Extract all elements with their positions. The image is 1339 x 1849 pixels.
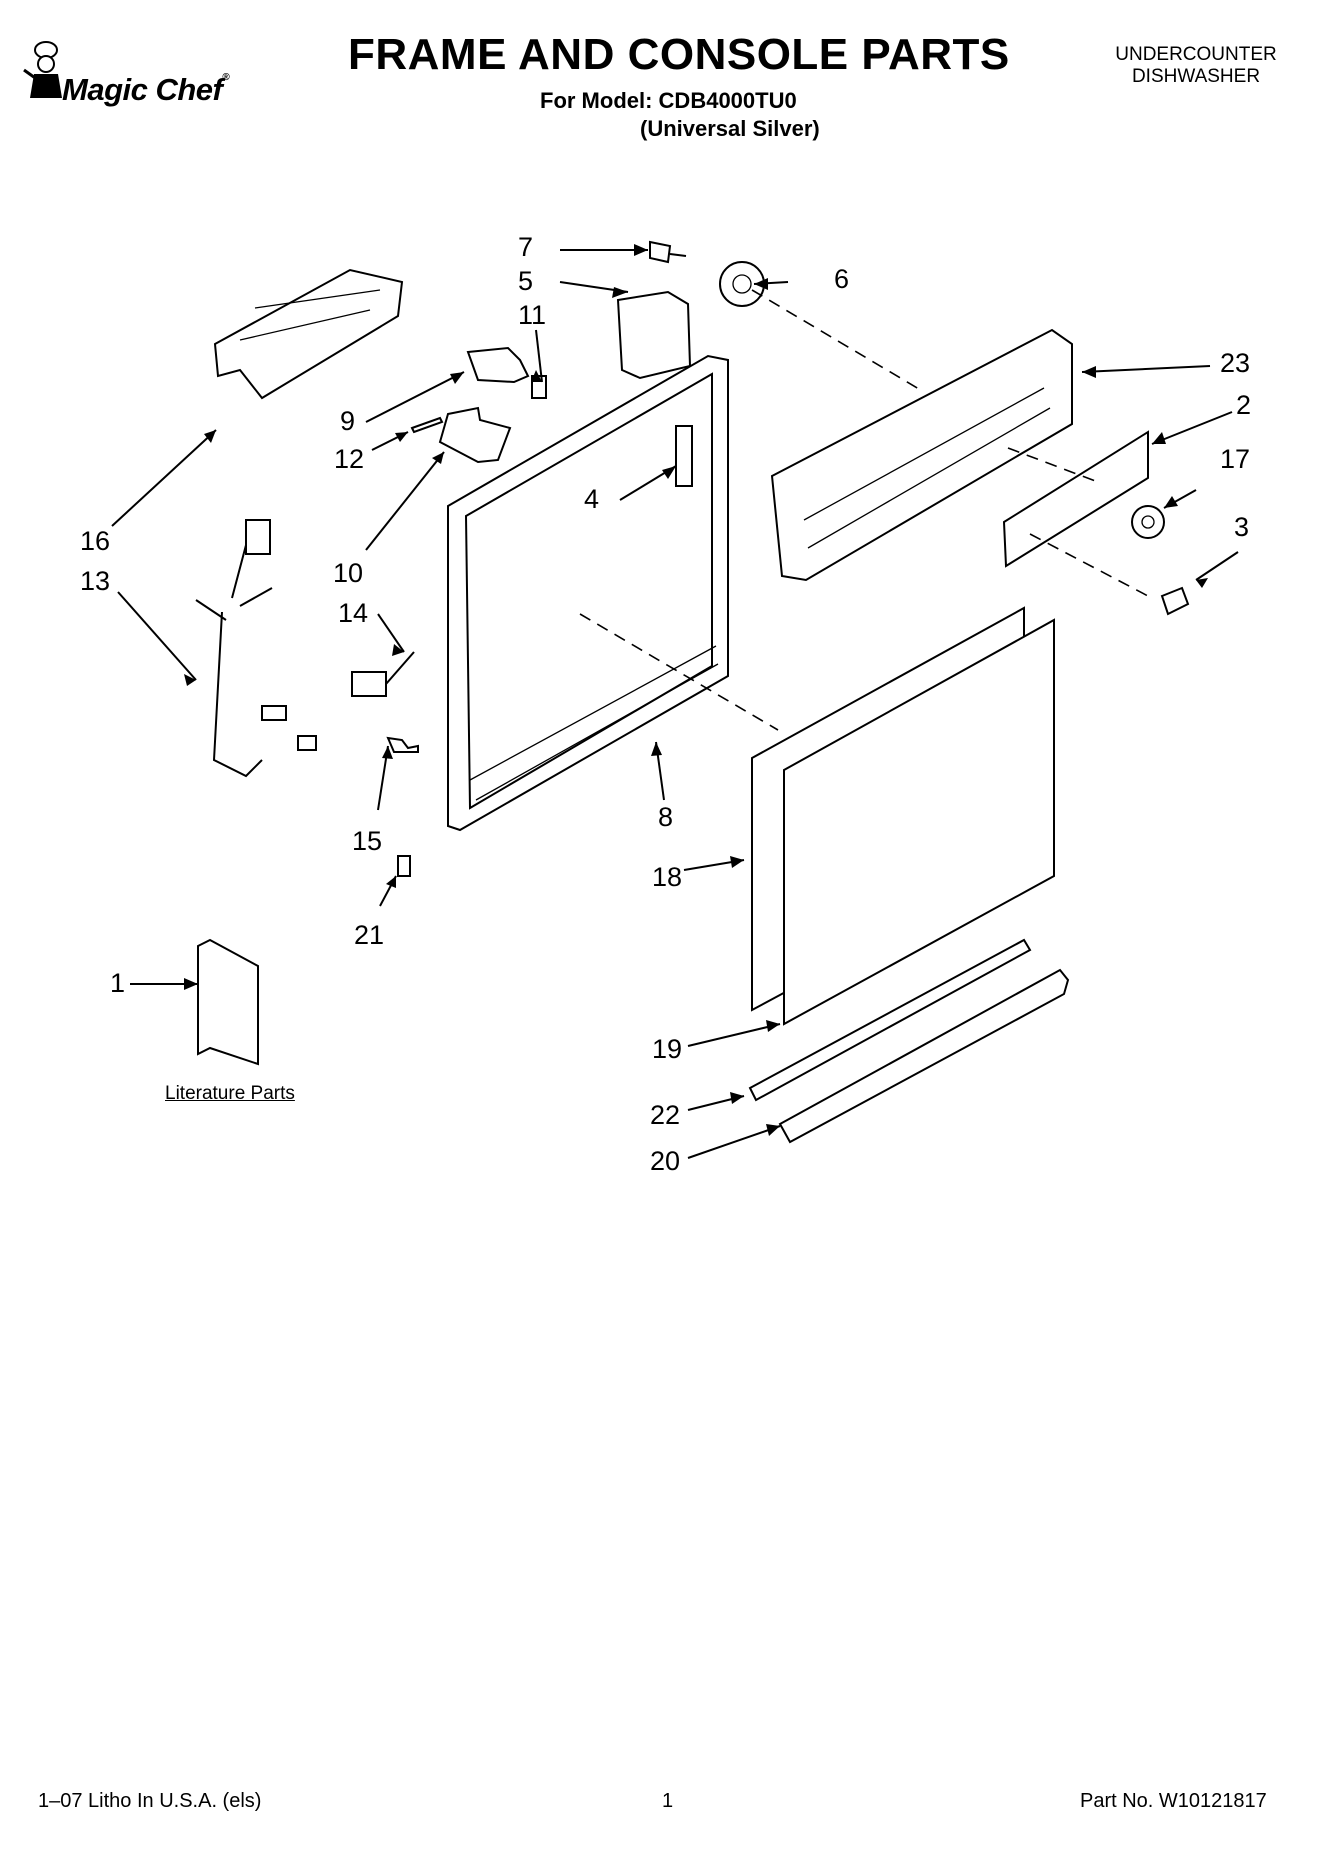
brand-name: Magic Chef: [62, 72, 223, 107]
callout-1: 1: [110, 968, 126, 998]
page-title: FRAME AND CONSOLE PARTS: [348, 30, 1010, 79]
footer-page-number: 1: [662, 1790, 674, 1812]
callout-7: 7: [518, 232, 534, 262]
part-22-trim: [748, 938, 1032, 1102]
callout-15: 15: [352, 826, 383, 856]
callout-18: 18: [652, 862, 683, 892]
part-8-rail: [469, 645, 719, 801]
part-10-holder: [438, 406, 512, 464]
footer-litho: 1–07 Litho In U.S.A. (els): [38, 1790, 262, 1812]
part-21-clip: [397, 855, 411, 877]
category-line-1: UNDERCOUNTER: [1115, 44, 1277, 65]
callout-16: 16: [80, 526, 111, 556]
part-14-sensor: [351, 651, 415, 697]
callout-5: 5: [518, 266, 534, 296]
part-19-panel: [783, 618, 1055, 1026]
part-2-overlay: [1002, 430, 1149, 568]
callout-12: 12: [334, 444, 365, 474]
callout-6: 6: [834, 264, 850, 294]
alignment-line: [1029, 533, 1149, 597]
part-9-bracket: [466, 346, 547, 399]
callout-20: 20: [650, 1146, 681, 1176]
part-23-console-panel: [770, 328, 1073, 582]
footer-part-number: Part No. W10121817: [1080, 1790, 1267, 1812]
callout-14: 14: [338, 598, 369, 628]
callout-4: 4: [584, 484, 600, 514]
callout-11: 11: [518, 300, 547, 330]
part-17-knob: [1131, 505, 1165, 539]
chef-icon: [23, 41, 62, 98]
part-12-strip: [410, 416, 444, 434]
brand-logo: Magic Chef®: [23, 41, 230, 108]
callout-3: 3: [1234, 512, 1250, 542]
alignment-line: [579, 613, 779, 731]
leader-arrowheads: [184, 244, 1208, 1136]
category-line-2: DISHWASHER: [1131, 66, 1261, 87]
part-4-frame: [447, 354, 729, 832]
literature-parts-label: Literature Parts: [165, 1083, 295, 1104]
appliance-category: UNDERCOUNTER DISHWASHER: [1086, 44, 1306, 88]
callout-9: 9: [340, 406, 356, 436]
callout-17: 17: [1220, 444, 1251, 474]
callout-10: 10: [333, 558, 364, 588]
alignment-line: [751, 289, 925, 393]
part-20-handle: [778, 968, 1070, 1144]
callout-21: 21: [354, 920, 385, 950]
alignment-line: [1007, 447, 1099, 483]
callout-22: 22: [650, 1100, 681, 1130]
model-variant: (Universal Silver): [640, 116, 820, 141]
model-number: For Model: CDB4000TU0: [540, 88, 797, 113]
callout-23: 23: [1220, 348, 1251, 378]
callout-13: 13: [80, 566, 111, 596]
part-1-literature: [197, 938, 259, 1066]
part-15-screw: [386, 736, 419, 753]
part-5-switch: [616, 290, 692, 380]
part-3-button: [1160, 586, 1190, 616]
part-16-wiring-cover: [213, 268, 404, 400]
part-7-screw: [649, 240, 687, 264]
callout-8: 8: [658, 802, 674, 832]
callout-2: 2: [1236, 390, 1252, 420]
part-13-wire-harness: [195, 519, 317, 778]
callout-19: 19: [652, 1034, 683, 1064]
